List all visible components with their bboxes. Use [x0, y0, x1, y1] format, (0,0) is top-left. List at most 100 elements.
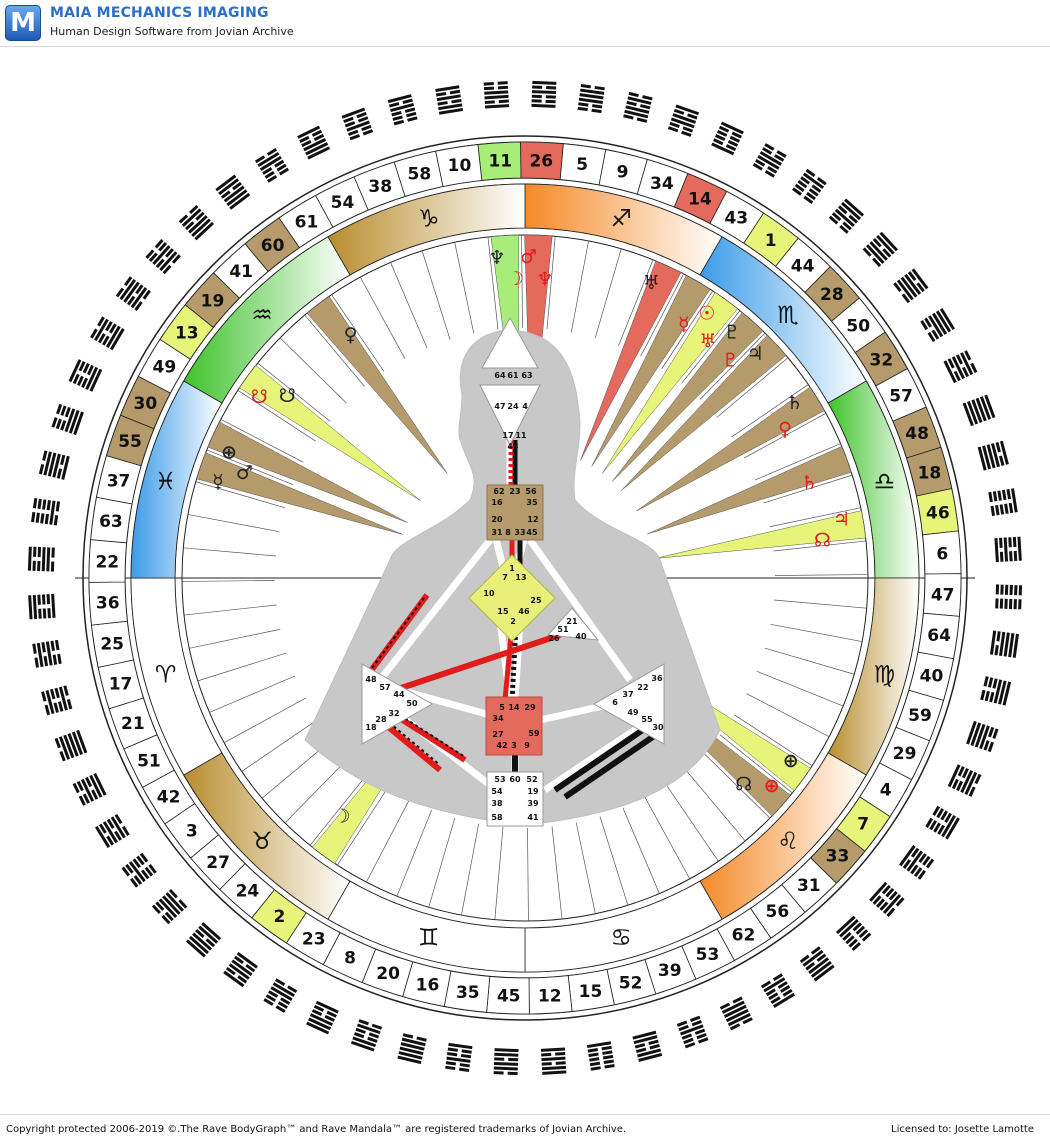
- center-gate-label: 41: [527, 813, 539, 822]
- app-logo-icon: M: [5, 5, 41, 41]
- hexagram-icon: [263, 978, 297, 1013]
- center-gate-label: 14: [508, 703, 520, 712]
- center-gate-label: 18: [365, 723, 377, 732]
- hexagram-icon: [899, 845, 934, 880]
- gate-number: 21: [121, 714, 145, 734]
- center-gate-label: 38: [491, 799, 503, 808]
- center-gate-label: 17: [502, 431, 513, 440]
- center-gate-label: 10: [483, 589, 495, 598]
- hexagram-icon: [863, 232, 898, 267]
- gate-number: 34: [650, 174, 674, 194]
- gate-spoke: [188, 514, 279, 531]
- app-title: MAIA MECHANICS IMAGING: [50, 5, 269, 21]
- hexagram-icon: [69, 359, 103, 392]
- gate-number: 36: [96, 594, 120, 614]
- center-gate-label: 32: [388, 709, 399, 718]
- zodiac-sign-icon: ♏: [777, 301, 799, 329]
- center-gate-label: 22: [637, 683, 648, 692]
- hexagram-icon: [836, 916, 871, 951]
- center-gate-label: 27: [492, 730, 503, 739]
- planet-glyph-icon: ♇: [722, 349, 739, 371]
- hexagram-icon: [966, 721, 998, 752]
- center-gate-label: 44: [393, 690, 405, 699]
- hexagram-icon: [145, 239, 180, 274]
- zodiac-sign-icon: ♒: [251, 301, 273, 329]
- hexagram-icon: [484, 81, 509, 108]
- hexagram-icon: [578, 84, 605, 113]
- gate-spoke: [595, 249, 621, 338]
- gate-spoke: [576, 823, 595, 914]
- gate-number: 61: [295, 213, 319, 233]
- planet-glyph-icon: ☉: [698, 302, 715, 324]
- gate-spoke: [747, 694, 829, 737]
- gate-number: 40: [920, 666, 944, 686]
- hexagram-icon: [587, 1041, 615, 1070]
- hexagram-icon: [761, 973, 795, 1008]
- center-gate-label: 13: [515, 573, 526, 582]
- center-gate-label: 42: [496, 741, 507, 750]
- center-gate-label: 40: [575, 632, 587, 641]
- center-gate-label: 36: [651, 674, 663, 683]
- planet-glyph-icon: ☊: [735, 773, 752, 795]
- planet-glyph-icon: ☋: [279, 385, 296, 407]
- planet-glyph-icon: ☿: [678, 313, 690, 335]
- gate-number: 15: [579, 982, 603, 1002]
- gate-spoke: [429, 818, 455, 907]
- gate-number: 30: [134, 394, 158, 414]
- gate-spoke: [422, 251, 450, 340]
- gate-spoke: [495, 827, 503, 920]
- gate-spoke: [182, 581, 275, 582]
- gate-number: 6: [936, 544, 948, 564]
- gate-number: 16: [416, 975, 440, 995]
- gate-number: 53: [696, 945, 720, 965]
- gate-spoke: [366, 800, 409, 882]
- center-gate-label: 33: [514, 528, 525, 537]
- hexagram-icon: [711, 122, 744, 156]
- center-gate-label: 49: [627, 708, 639, 717]
- gate-number: 1: [765, 231, 777, 251]
- gate-number: 32: [870, 351, 894, 371]
- gate-number: 26: [529, 151, 553, 171]
- center-gate-label: 35: [526, 498, 538, 507]
- planet-glyph-icon: ☽: [333, 806, 350, 828]
- gate-number: 39: [658, 961, 682, 981]
- gate-spoke: [600, 816, 628, 905]
- hexagram-icon: [925, 806, 960, 840]
- zodiac-sign-icon: ♈: [155, 660, 177, 688]
- planet-glyph-icon: ♄: [801, 472, 818, 494]
- center-gate-label: 59: [528, 729, 540, 738]
- center-gate-label: 25: [530, 596, 542, 605]
- app-subtitle: Human Design Software from Jovian Archiv…: [50, 25, 294, 38]
- gate-spoke: [189, 629, 280, 648]
- center-gate-label: 54: [491, 787, 503, 796]
- planet-glyph-icon: ⊕: [783, 750, 799, 772]
- center-gate-label: 20: [491, 515, 503, 524]
- hexagram-icon: [753, 143, 787, 178]
- hexagram-icon: [829, 198, 864, 233]
- copyright-text: Copyright protected 2006-2019 ©.The Rave…: [6, 1124, 626, 1135]
- center-gate-label: 11: [515, 431, 527, 440]
- gate-spoke: [571, 241, 588, 332]
- center-gate-label: 56: [525, 487, 537, 496]
- gate-number: 27: [206, 853, 230, 873]
- hexagram-icon: [541, 1047, 566, 1074]
- hexagram-icon: [32, 640, 61, 668]
- planet-glyph-icon: ♇: [724, 321, 741, 343]
- hexagram-icon: [73, 773, 107, 806]
- gate-number: 44: [791, 256, 815, 276]
- gate-number: 14: [688, 189, 712, 209]
- hexagram-icon: [948, 764, 982, 797]
- zodiac-sign-icon: ♊: [418, 923, 440, 951]
- gate-number: 59: [908, 706, 932, 726]
- gate-number: 57: [889, 386, 913, 406]
- zodiac-sign-icon: ♌: [777, 827, 799, 855]
- gate-spoke: [757, 671, 843, 706]
- gate-number: 56: [766, 902, 790, 922]
- center-gate-label: 3: [511, 741, 517, 750]
- center-gate-label: 63: [521, 371, 532, 380]
- center-gate-label: 31: [491, 528, 503, 537]
- zodiac-sign-icon: ♓: [155, 468, 177, 496]
- zodiac-sign-icon: ♑: [418, 205, 440, 233]
- center-gate-label: 4: [522, 402, 528, 411]
- gate-number: 24: [236, 882, 260, 902]
